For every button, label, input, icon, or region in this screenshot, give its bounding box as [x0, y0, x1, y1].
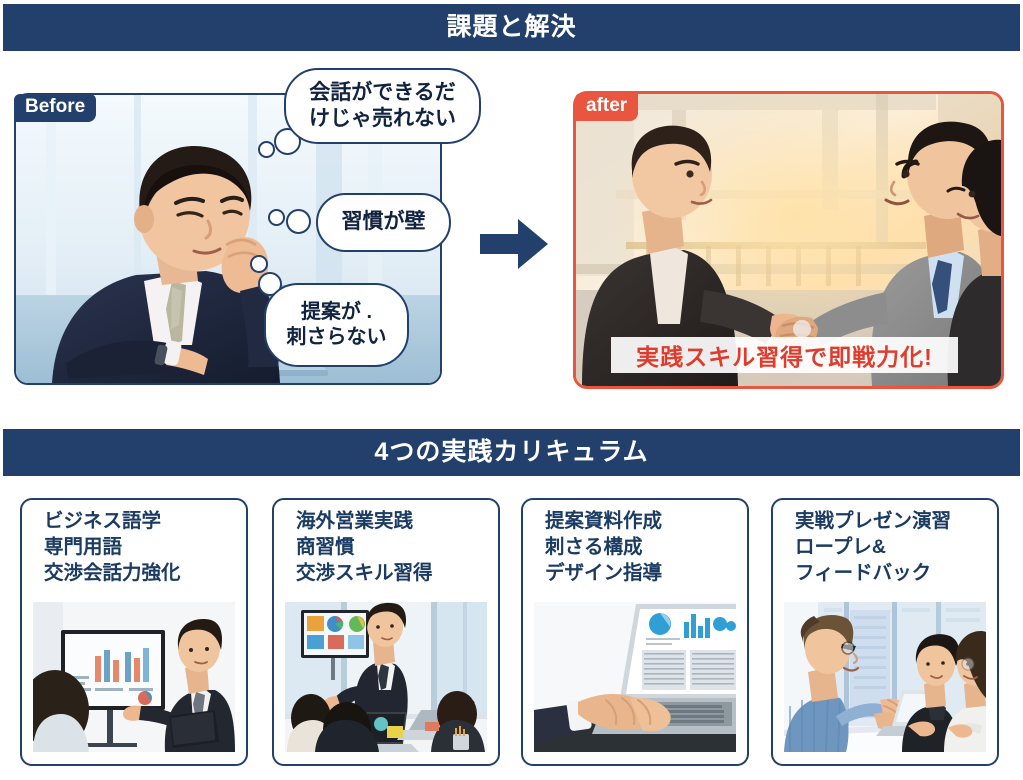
curriculum-card-4-photo: [784, 602, 986, 752]
curriculum-card-3-photo: [534, 602, 736, 752]
curriculum-card-3[interactable]: 提案資料作成 刺さる構成 デザイン指導: [521, 498, 749, 766]
curriculum-card-2[interactable]: 海外営業実践 商習慣 交渉スキル習得: [272, 498, 500, 766]
section-title-curriculum: 4つの実践カリキュラム: [374, 438, 649, 466]
curriculum-card-3-line2: 刺さる構成: [545, 535, 643, 558]
thought-bubble-1: 会話ができるだ けじゃ売れない: [284, 68, 481, 144]
curriculum-card-1-photo: [33, 602, 235, 752]
curriculum-card-1-text: ビジネス語学 専門用語 交渉会話力強化: [32, 509, 236, 597]
right-arrow-icon: [480, 219, 548, 269]
curriculum-card-1-line3: 交渉会話力強化: [44, 561, 181, 584]
curriculum-card-3-line3: デザイン指導: [545, 561, 663, 584]
after-label: after: [575, 93, 639, 121]
curriculum-card-1[interactable]: ビジネス語学 専門用語 交渉会話力強化: [20, 498, 248, 766]
thought-bubble-1-line2: けじゃ売れない: [309, 107, 456, 130]
curriculum-card-4-line2: ロープレ&: [795, 535, 886, 558]
curriculum-card-2-line2: 商習慣: [296, 535, 355, 558]
thought-bubble-3-line2: 刺さらない: [286, 326, 387, 348]
section-banner-issues: 課題と解決: [3, 4, 1020, 51]
curriculum-card-4-text: 実戦プレゼン演習 ロープレ& フィードバック: [783, 509, 987, 597]
curriculum-card-2-text: 海外営業実践 商習慣 交渉スキル習得: [284, 509, 488, 597]
curriculum-card-3-line1: 提案資料作成: [545, 510, 663, 532]
after-caption-text: 実践スキル習得で即戦力化!: [636, 344, 933, 370]
curriculum-card-2-photo: [285, 602, 487, 752]
curriculum-card-3-text: 提案資料作成 刺さる構成 デザイン指導: [533, 509, 737, 597]
thought-dot-small-2: [268, 209, 285, 226]
thought-bubble-3-line1: 提案が .: [300, 301, 373, 323]
thought-dot-large-3: [258, 272, 282, 296]
thought-dot-large-2: [286, 209, 311, 234]
before-label: Before: [14, 94, 97, 122]
section-banner-curriculum: 4つの実践カリキュラム: [3, 429, 1020, 476]
curriculum-card-2-line3: 交渉スキル習得: [296, 561, 433, 584]
thought-bubble-2: 習慣が壁: [316, 193, 451, 252]
curriculum-card-1-line2: 専門用語: [44, 535, 123, 558]
curriculum-card-4-line3: フィードバック: [795, 561, 932, 584]
thought-bubble-3: 提案が . 刺さらない: [264, 283, 409, 367]
curriculum-card-4[interactable]: 実戦プレゼン演習 ロープレ& フィードバック: [771, 498, 999, 766]
curriculum-card-2-line1: 海外営業実践: [296, 510, 414, 532]
section-title-issues: 課題と解決: [446, 13, 577, 41]
after-panel: 実践スキル習得で即戦力化!: [573, 91, 1004, 389]
curriculum-card-1-line1: ビジネス語学: [44, 510, 162, 532]
after-caption-banner: 実践スキル習得で即戦力化!: [611, 337, 958, 373]
thought-dot-small-3: [250, 255, 268, 273]
curriculum-card-list: ビジネス語学 専門用語 交渉会話力強化: [0, 498, 1023, 770]
thought-bubble-2-line1: 習慣が壁: [341, 210, 426, 234]
curriculum-card-4-line1: 実戦プレゼン演習: [795, 510, 952, 532]
before-photo: [16, 95, 440, 383]
thought-bubble-1-line1: 会話ができるだ: [309, 80, 456, 104]
thought-dot-small-1: [258, 141, 275, 158]
